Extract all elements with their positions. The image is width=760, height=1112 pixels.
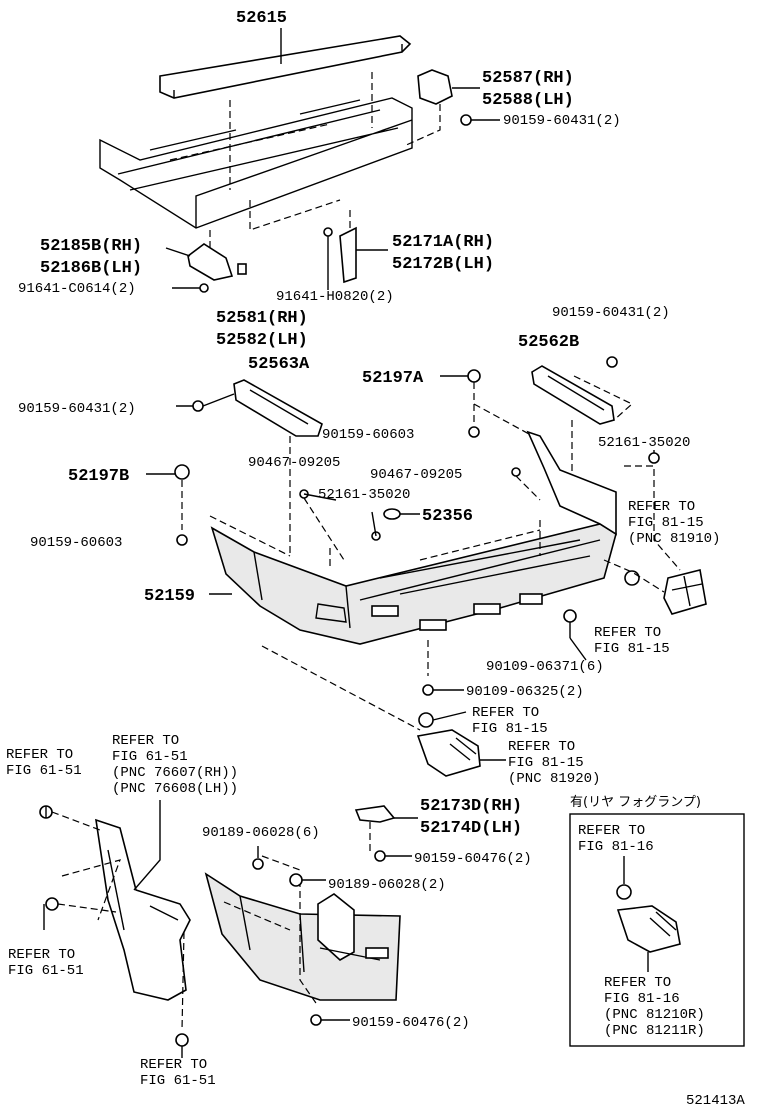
svg-text:FIG 61-51: FIG 61-51 <box>8 963 84 979</box>
refer-note-81-15-b: REFER TO FIG 81-15 <box>472 705 548 737</box>
svg-text:(PNC 81210R): (PNC 81210R) <box>604 1007 705 1023</box>
rear-fog-lamp-option-box <box>569 813 745 1047</box>
svg-text:(PNC 76607(RH)): (PNC 76607(RH)) <box>112 765 238 781</box>
fog-refer-note-bottom: REFER TO FIG 81-16 (PNC 81210R) (PNC 812… <box>604 975 705 1039</box>
label-90189-06028-upper: 90189-06028(6) <box>202 825 320 841</box>
rear-lamp-left-drawing <box>416 711 506 777</box>
svg-text:REFER TO: REFER TO <box>628 499 695 515</box>
svg-text:REFER TO: REFER TO <box>6 747 73 763</box>
svg-text:(PNC 81211R): (PNC 81211R) <box>604 1023 705 1039</box>
svg-text:REFER TO: REFER TO <box>508 739 575 755</box>
refer-note-61-51-left-bottom: REFER TO FIG 61-51 <box>8 947 84 979</box>
label-52159: 52159 <box>144 587 195 606</box>
refer-note-81920: REFER TO FIG 81-15 (PNC 81920) <box>508 739 600 787</box>
label-90159-60431-top: 90159-60431(2) <box>503 113 621 129</box>
bumper-corner-drawing <box>204 805 418 1026</box>
label-90159-60603-lower: 90159-60603 <box>30 535 122 551</box>
label-91641-c0614: 91641-C0614(2) <box>18 281 136 297</box>
svg-text:REFER TO: REFER TO <box>604 975 671 991</box>
label-52562b: 52562B <box>518 333 579 352</box>
label-52581-rh: 52581(RH) <box>216 309 308 328</box>
label-52582-lh: 52582(LH) <box>216 331 308 350</box>
svg-text:(PNC 76608(LH)): (PNC 76608(LH)) <box>112 781 238 797</box>
label-90159-60431-right: 90159-60431(2) <box>552 305 670 321</box>
label-52186b-lh: 52186B(LH) <box>40 259 142 278</box>
label-52615: 52615 <box>236 9 287 28</box>
mud-guard-drawing <box>39 800 191 1058</box>
svg-text:FIG 61-51: FIG 61-51 <box>112 749 188 765</box>
label-90159-60431-left: 90159-60431(2) <box>18 401 136 417</box>
label-52173d-rh: 52173D(RH) <box>420 797 522 816</box>
svg-text:REFER TO: REFER TO <box>140 1057 207 1073</box>
svg-text:FIG 81-15: FIG 81-15 <box>508 755 584 771</box>
svg-text:FIG 61-51: FIG 61-51 <box>140 1073 216 1089</box>
label-52587-rh: 52587(RH) <box>482 69 574 88</box>
refer-note-61-51-left-top: REFER TO FIG 61-51 <box>6 747 82 779</box>
part-52161-35020-clip-right <box>624 450 681 571</box>
svg-text:REFER TO: REFER TO <box>472 705 539 721</box>
label-52161-35020-right: 52161-35020 <box>598 435 690 451</box>
svg-text:REFER TO: REFER TO <box>8 947 75 963</box>
label-90159-60476-upper: 90159-60476(2) <box>414 851 532 867</box>
label-52185b-rh: 52185B(RH) <box>40 237 142 256</box>
part-52171A-bracket <box>323 210 388 290</box>
svg-text:REFER TO: REFER TO <box>594 625 661 641</box>
fog-refer-note-top: REFER TO FIG 81-16 <box>578 823 654 855</box>
label-52197b: 52197B <box>68 467 129 486</box>
fog-lamp-drawing <box>616 856 681 972</box>
part-52563A-retainer <box>176 379 323 556</box>
label-52161-35020-center: 52161-35020 <box>318 487 410 503</box>
svg-text:FIG 61-51: FIG 61-51 <box>6 763 82 779</box>
part-52185B-bracket <box>165 230 247 293</box>
diagram-id: 521413A <box>686 1093 745 1109</box>
part-52587-bracket <box>403 69 500 147</box>
svg-text:FIG 81-16: FIG 81-16 <box>578 839 654 855</box>
svg-text:REFER TO: REFER TO <box>112 733 179 749</box>
label-90467-09205-left: 90467-09205 <box>248 455 340 471</box>
refer-note-81910: REFER TO FIG 81-15 (PNC 81910) <box>628 499 720 547</box>
refer-note-61-51-bottom: REFER TO FIG 61-51 <box>140 1057 216 1089</box>
svg-text:(PNC 81920): (PNC 81920) <box>508 771 600 787</box>
svg-text:FIG 81-15: FIG 81-15 <box>628 515 704 531</box>
bumper-bolts-drawing <box>261 609 587 731</box>
part-52159-bumper-cover <box>209 430 617 645</box>
refer-note-76607: REFER TO FIG 61-51 (PNC 76607(RH)) (PNC … <box>112 733 238 797</box>
part-52562B-retainer <box>531 356 634 486</box>
part-52615-drawing <box>159 28 412 99</box>
label-52197a: 52197A <box>362 369 424 388</box>
label-52588-lh: 52588(LH) <box>482 91 574 110</box>
label-90109-06371: 90109-06371(6) <box>486 659 604 675</box>
label-52172b-lh: 52172B(LH) <box>392 255 494 274</box>
label-52174d-lh: 52174D(LH) <box>420 819 522 838</box>
label-90467-09205-right: 90467-09205 <box>370 467 462 483</box>
part-52197A-clip <box>440 369 541 441</box>
label-52171a-rh: 52171A(RH) <box>392 233 494 252</box>
fog-box-title: 有(リヤ フォグランプ) <box>570 795 701 810</box>
rear-lamp-right-drawing <box>603 559 707 615</box>
svg-text:FIG 81-15: FIG 81-15 <box>472 721 548 737</box>
svg-text:FIG 81-15: FIG 81-15 <box>594 641 670 657</box>
part-52197B-clip <box>146 464 190 546</box>
refer-note-81-15-a: REFER TO FIG 81-15 <box>594 625 670 657</box>
label-90189-06028-lower: 90189-06028(2) <box>328 877 446 893</box>
svg-text:(PNC 81910): (PNC 81910) <box>628 531 720 547</box>
label-90159-60476-lower: 90159-60476(2) <box>352 1015 470 1031</box>
label-90159-60603-upper: 90159-60603 <box>322 427 414 443</box>
label-91641-h0820: 91641-H0820(2) <box>276 289 394 305</box>
svg-text:FIG 81-16: FIG 81-16 <box>604 991 680 1007</box>
rear-reinforcement-drawing <box>99 72 413 231</box>
label-52563a: 52563A <box>248 355 310 374</box>
small-clips-drawing <box>299 467 541 561</box>
svg-text:REFER TO: REFER TO <box>578 823 645 839</box>
label-90109-06325: 90109-06325(2) <box>466 684 584 700</box>
label-52356: 52356 <box>422 507 473 526</box>
